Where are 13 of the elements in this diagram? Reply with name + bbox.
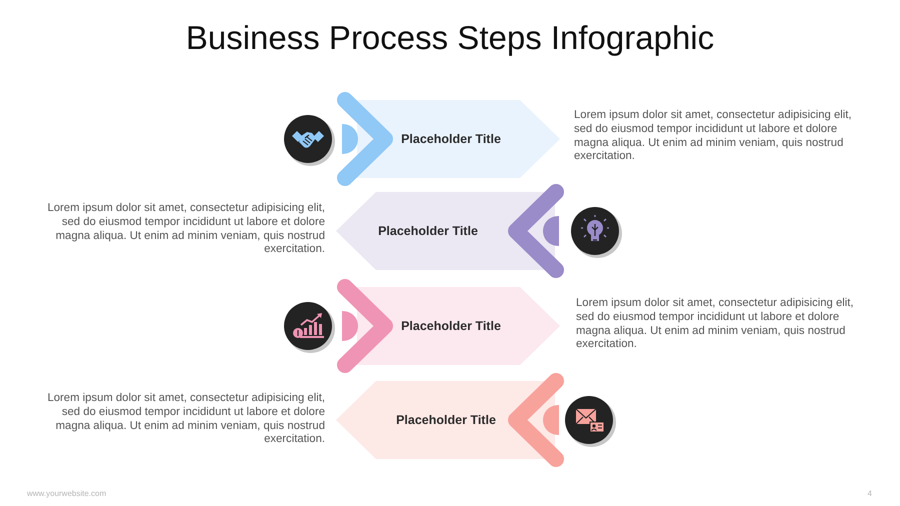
page-number: 4 (868, 489, 872, 498)
description-text: Lorem ipsum dolor sit amet, consectetur adipisicing elit, sed do eiusmod tempor incididunt ut labore et dolore magna aliqua. Ut enim ad minim veniam, quis nostrud exercitation. (46, 392, 325, 448)
arrow-banner (357, 100, 560, 178)
description-text: Lorem ipsum dolor sit amet, consectetur adipisicing elit, sed do eiusmod tempor incididunt ut labore et dolore magna aliqua. Ut enim ad minim veniam, quis nostrud exercitation. (576, 297, 855, 352)
page-title: Business Process Steps Infographic (186, 18, 714, 58)
step-title: Placeholder Title (401, 132, 501, 146)
step-title: Placeholder Title (378, 224, 478, 238)
step-title: Placeholder Title (396, 413, 496, 427)
description-text: Lorem ipsum dolor sit amet, consectetur adipisicing elit, sed do eiusmod tempor incididunt ut labore et dolore magna aliqua. Ut enim ad minim veniam, quis nostrud exercitation. (574, 109, 853, 164)
description-text: Lorem ipsum dolor sit amet, consectetur adipisicing elit, sed do eiusmod tempor incididunt ut labore et dolore magna aliqua. Ut enim ad minim veniam, quis nostrud exercitation. (46, 202, 325, 258)
website-text: www.yourwebsite.com (27, 489, 106, 498)
step-title: Placeholder Title (401, 319, 501, 333)
arrow-banner (357, 287, 560, 365)
